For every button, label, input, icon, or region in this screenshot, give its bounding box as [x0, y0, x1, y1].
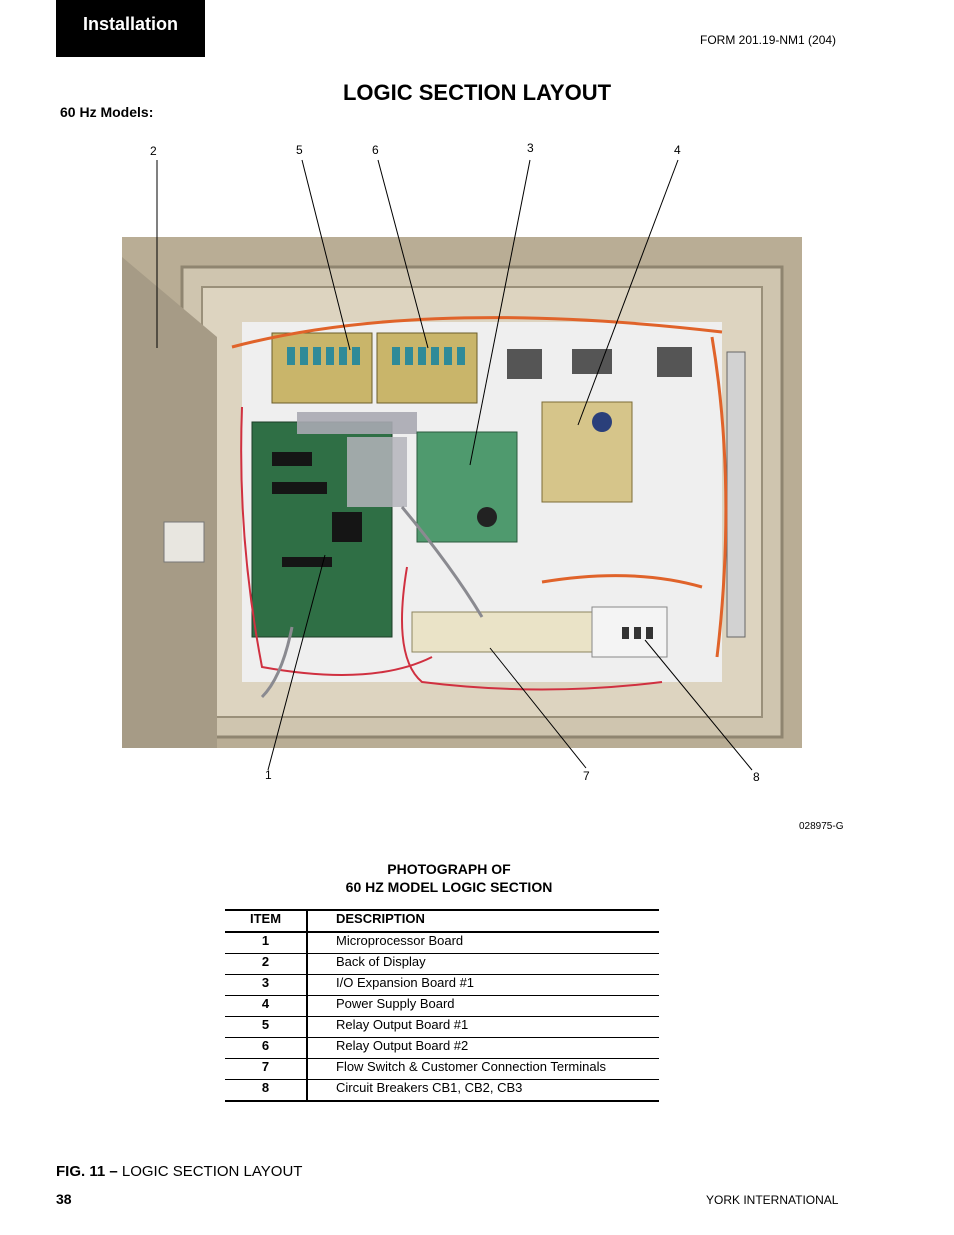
- item-number: 4: [225, 995, 308, 1017]
- table-row: 5 Relay Output Board #1: [225, 1016, 659, 1038]
- caption-line-1: PHOTOGRAPH OF: [387, 861, 511, 877]
- item-number: 6: [225, 1037, 308, 1059]
- item-number: 2: [225, 953, 308, 975]
- header-item: ITEM: [225, 910, 308, 932]
- item-description: I/O Expansion Board #1: [336, 975, 475, 990]
- item-description: Relay Output Board #1: [336, 1017, 469, 1032]
- header-description: DESCRIPTION: [336, 911, 425, 926]
- item-description: Power Supply Board: [336, 996, 455, 1011]
- item-description: Circuit Breakers CB1, CB2, CB3: [336, 1080, 523, 1095]
- item-table: ITEM DESCRIPTION 1 Microprocessor Board …: [225, 909, 659, 1102]
- table-row: 6 Relay Output Board #2: [225, 1037, 659, 1059]
- models-label: 60 Hz Models:: [60, 104, 154, 120]
- table-row: 7 Flow Switch & Customer Connection Term…: [225, 1058, 659, 1080]
- logic-section-photo: [122, 237, 802, 748]
- item-description: Back of Display: [336, 954, 426, 969]
- callout-5: 5: [296, 143, 303, 157]
- item-number: 1: [225, 932, 308, 954]
- company-name: YORK INTERNATIONAL: [706, 1193, 839, 1207]
- figure-caption: PHOTOGRAPH OF 60 HZ MODEL LOGIC SECTION: [0, 860, 898, 896]
- callout-4: 4: [674, 143, 681, 157]
- callout-7: 7: [583, 769, 590, 783]
- item-number: 7: [225, 1058, 308, 1080]
- callout-3: 3: [527, 141, 534, 155]
- table-row: 1 Microprocessor Board: [225, 932, 659, 954]
- figure-label: FIG. 11 – LOGIC SECTION LAYOUT: [56, 1163, 302, 1180]
- section-tab: Installation: [56, 0, 205, 57]
- table-row: 8 Circuit Breakers CB1, CB2, CB3: [225, 1079, 659, 1101]
- figure-title: LOGIC SECTION LAYOUT: [121, 1163, 303, 1180]
- page-number: 38: [56, 1191, 72, 1207]
- figure-number: FIG. 11 –: [56, 1163, 118, 1180]
- callout-1: 1: [265, 768, 272, 782]
- table-row: 3 I/O Expansion Board #1: [225, 974, 659, 996]
- item-number: 3: [225, 974, 308, 996]
- photo-code: 028975-G: [799, 821, 844, 832]
- form-number: FORM 201.19-NM1 (204): [700, 33, 837, 47]
- page-title: LOGIC SECTION LAYOUT: [342, 80, 612, 105]
- caption-line-2: 60 HZ MODEL LOGIC SECTION: [345, 879, 553, 895]
- item-number: 5: [225, 1016, 308, 1038]
- item-description: Microprocessor Board: [336, 933, 464, 948]
- table-header-row: ITEM DESCRIPTION: [225, 910, 659, 932]
- callout-8: 8: [753, 770, 760, 784]
- item-description: Relay Output Board #2: [336, 1038, 469, 1053]
- item-description: Flow Switch & Customer Connection Termin…: [336, 1059, 606, 1074]
- callout-2: 2: [150, 144, 157, 158]
- table-row: 2 Back of Display: [225, 953, 659, 975]
- item-number: 8: [225, 1079, 308, 1101]
- callout-6: 6: [372, 143, 379, 157]
- table-row: 4 Power Supply Board: [225, 995, 659, 1017]
